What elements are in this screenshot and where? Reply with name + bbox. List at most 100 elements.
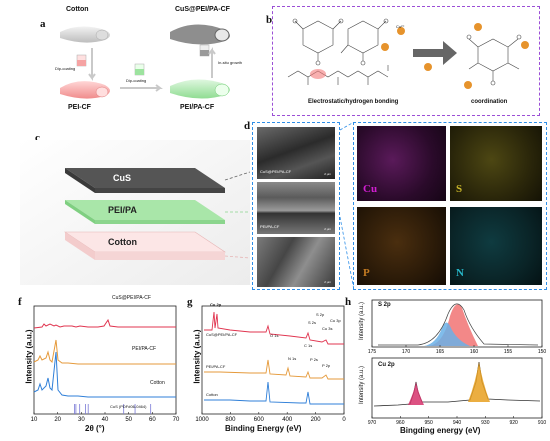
panel-label-c: c — [35, 132, 40, 144]
anno-p2p: P 2p — [322, 363, 331, 368]
anno-p2s: P 2s — [310, 357, 318, 362]
x-tick-label: 0 — [342, 417, 346, 423]
up-arrow-icon — [208, 47, 216, 78]
x-tick-label: 940 — [453, 420, 462, 426]
panel-label-f: f — [18, 296, 22, 308]
series-cus-line — [33, 318, 176, 329]
cus-label: CuS@PEI/PA-CF — [175, 6, 230, 13]
cus-layer-label: CuS — [113, 173, 131, 183]
sem-image-zoom: 2 μm — [257, 237, 335, 287]
series-cus-line — [204, 311, 344, 345]
sem-image-cus: CuS@PEI/PA-CF 2 μm — [257, 127, 335, 179]
y-axis-label: Intensity (a.u.) — [192, 329, 202, 384]
panel-c: CuS PEI/PA Cotton — [20, 140, 251, 285]
right-arrow-icon — [413, 41, 457, 65]
panel-a-illustration — [60, 24, 230, 99]
zoom-connector — [340, 122, 354, 290]
x-tick-label: 600 — [254, 417, 265, 423]
bonding-label: Electrostatic/hydrogen bonding — [308, 99, 399, 105]
panel-b: Cu²⁺ Electrostatic/hydrogen bonding coor… — [272, 6, 540, 116]
x-tick-label: 30 — [78, 417, 85, 423]
panel-d-frame — [252, 122, 340, 290]
insitu-growth-label: In-situ growth — [218, 60, 243, 65]
x-tick-label: 175 — [368, 349, 377, 355]
anno-cu3p: Cu 3p — [330, 318, 341, 323]
coordinated-structure — [466, 34, 522, 86]
cotton-layer — [64, 231, 226, 260]
x-tick-label: 1000 — [195, 417, 209, 423]
x-tick-label: 170 — [402, 349, 411, 355]
x-tick-label: 20 — [54, 417, 61, 423]
reference-bars — [74, 404, 152, 414]
x-tick-label: 165 — [436, 349, 445, 355]
legend-pei-pa: PEI/PA-CF — [206, 364, 226, 369]
cus-layer — [65, 168, 225, 193]
plot-frame — [201, 305, 345, 415]
panel-b-molecules — [287, 18, 529, 89]
eds-map-p: P — [357, 207, 446, 285]
phytic-acid-structure — [287, 18, 389, 85]
legend-cotton: Cotton — [150, 380, 165, 386]
beaker-icon — [134, 63, 145, 76]
anno-cu2p: Cu 2p — [210, 302, 222, 307]
x-axis-label: Bingding energy (eV) — [400, 426, 481, 435]
x-tick-label: 950 — [424, 420, 433, 426]
pei-pa-layer — [65, 200, 225, 224]
legend-cus: CuS@PEI/PA-CF — [206, 332, 238, 337]
panel-label-h: h — [345, 296, 352, 308]
legend-reference: CuS (PDF#06-0464) — [110, 404, 147, 409]
x-tick-label: 970 — [368, 420, 377, 426]
x-tick-label: 960 — [396, 420, 405, 426]
anno-o1s: O 1s — [270, 333, 279, 338]
series-pei-pa-line — [33, 339, 176, 365]
panel-label-a: a — [40, 18, 46, 30]
cu2p-line — [373, 361, 541, 407]
series-cotton-line — [204, 381, 344, 405]
series-cotton-line — [33, 351, 176, 398]
pei-pa-cf-fiber — [170, 79, 230, 99]
x-tick-label: 910 — [538, 420, 547, 426]
dip-coating-label-1: Dip-coating — [55, 66, 76, 71]
cu2p-peak-1 — [408, 382, 424, 405]
layer-stack — [20, 140, 251, 285]
plot-frame-s2p — [371, 299, 543, 348]
y-axis-label-top: Intensity (a.u.) — [359, 302, 365, 341]
x-axis-label: Binding Energy (eV) — [225, 424, 302, 433]
x-tick-label: 50 — [125, 417, 132, 423]
coordination-label: coordination — [471, 99, 508, 105]
anno-cu3s: Cu 3s — [322, 326, 333, 331]
eds-label-cu: Cu — [363, 183, 378, 195]
s2p-component-1 — [428, 304, 478, 346]
eds-map-n: N — [450, 207, 542, 285]
scale-bar: 2 μm — [324, 280, 331, 284]
cu2p-title: Cu 2p — [378, 362, 395, 368]
anno-n1s: N 1s — [288, 356, 297, 361]
scale-bar: 2 μm — [324, 172, 331, 176]
x-tick-label: 400 — [282, 417, 293, 423]
y-axis-label-bottom: Intensity (a.u.) — [359, 366, 365, 405]
cotton-layer-label: Cotton — [108, 237, 137, 247]
y-axis-label: Intensity (a.u.) — [24, 329, 34, 384]
pei-cf-label: PEI-CF — [68, 104, 91, 111]
sem-label-pei-pa: PEI/PA-CF — [260, 224, 280, 229]
sem-image-pei-pa: PEI/PA-CF 2 μm — [257, 182, 335, 234]
x-tick-label: 40 — [102, 417, 109, 423]
series-pei-pa-line — [204, 359, 344, 380]
pei-pa-layer-label: PEI/PA — [108, 205, 137, 215]
eds-frame — [353, 122, 547, 290]
cus-fiber — [170, 24, 230, 45]
x-tick-label: 10 — [31, 417, 38, 423]
anno-s2s: S 2s — [308, 320, 317, 325]
s2p-component-2 — [424, 322, 470, 346]
panel-label-b: b — [266, 14, 273, 26]
s2p-envelope — [378, 303, 539, 346]
cotton-fiber — [60, 26, 110, 43]
eds-map-s: S — [450, 126, 542, 201]
scale-bar: 2 μm — [324, 227, 331, 231]
